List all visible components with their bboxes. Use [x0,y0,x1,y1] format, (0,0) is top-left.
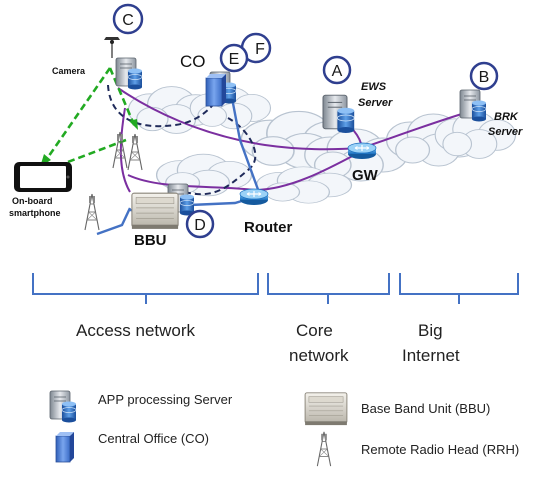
segment-core-label-1: Core [296,321,333,340]
segment-brackets [32,273,519,304]
badge-d-circle [185,209,215,239]
segment-access-label: Access network [76,321,196,340]
gw-router-icon [347,142,377,160]
badge-b-circle [469,61,499,91]
bbu-icon [131,192,179,230]
router-icon [239,188,269,206]
ews-server-icon [322,94,355,134]
router-label: Router [244,219,292,236]
legend: APP processing Server Central Office (CO… [49,390,519,467]
camera-icon [104,37,120,58]
ews-server-label-1: EWS [361,81,387,93]
smartphone-label-1: On-board [12,196,53,206]
co-label: CO [180,52,206,71]
badge-c-circle [112,3,144,35]
segment-core-label-2: network [289,346,349,365]
badge-e: E [229,51,240,68]
edge-server-icon [115,57,143,90]
rrh-icon-access [112,131,128,169]
badge-a: A [332,63,343,80]
legend-bbu-label: Base Band Unit (BBU) [361,401,490,416]
dashed-links [107,84,257,196]
brk-server-label-1: BRK [494,111,519,123]
gw-label: GW [352,167,379,184]
segment-internet-label-1: Big [418,321,443,340]
rrh-icon-access-2 [127,133,143,171]
central-office-icon [205,74,226,107]
ews-server-label-2: Server [358,97,393,109]
brk-server-label-2: Server [488,126,523,138]
bbu-label: BBU [134,232,167,249]
camera-label: Camera [52,66,86,76]
segment-internet-label-2: Internet [402,346,460,365]
badge-d: D [194,217,206,234]
smartphone-icon [14,162,72,192]
brk-server-icon [459,89,487,122]
legend-bbu-icon [304,392,348,426]
badge-b: B [479,69,490,86]
badge-c: C [122,12,134,29]
rrh-icon-smartphone [84,193,100,231]
badge-e-circle [219,43,249,73]
legend-app-server-icon [49,390,77,423]
legend-rrh-label: Remote Radio Head (RRH) [361,442,519,457]
legend-central-office-label: Central Office (CO) [98,431,209,446]
wireless-links [42,67,137,170]
badge-a-circle [322,55,352,85]
legend-app-server-label: APP processing Server [98,392,233,407]
legend-rrh-icon [316,431,332,467]
legend-central-office-icon [55,432,74,463]
smartphone-label-2: smartphone [9,208,61,218]
badge-f: F [255,41,265,58]
